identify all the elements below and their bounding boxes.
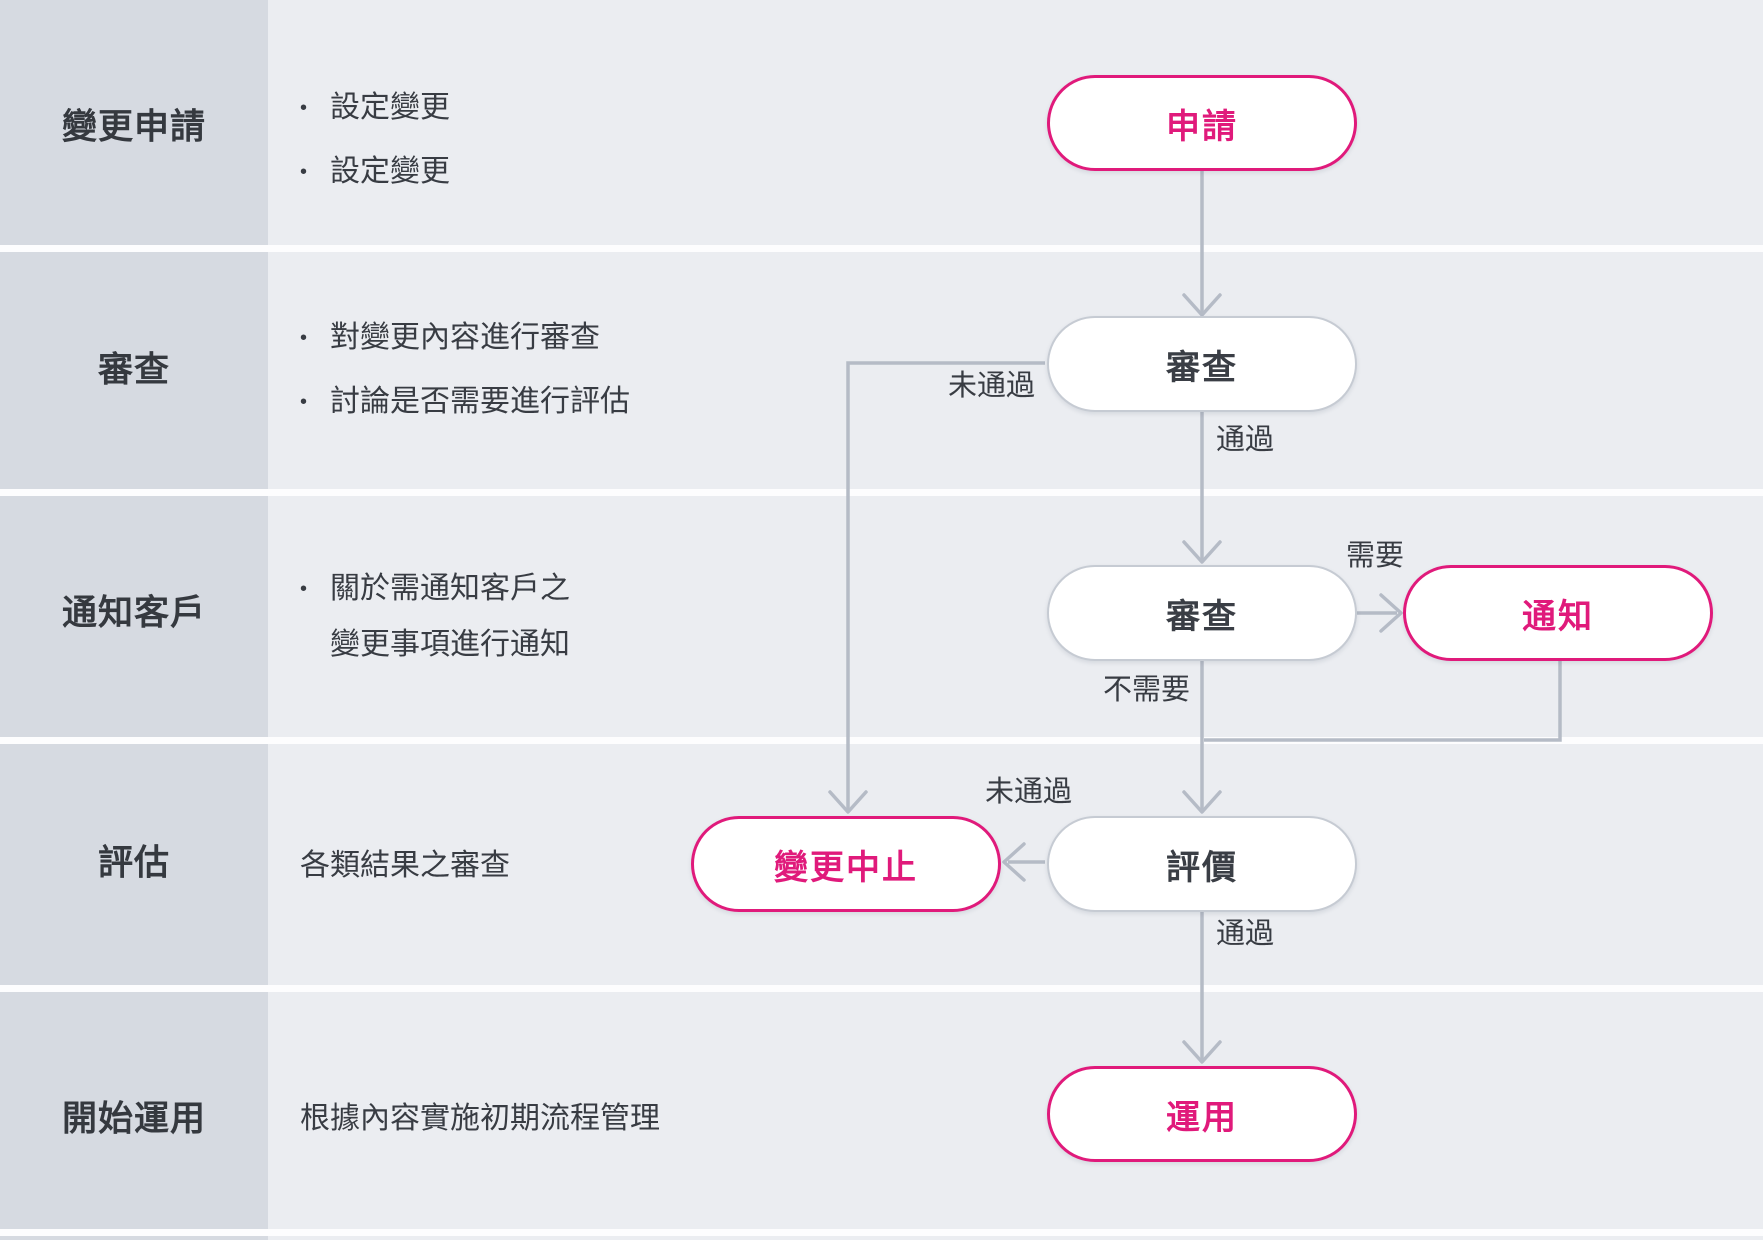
bullet-icon: •	[300, 327, 308, 349]
bullet-icon: •	[300, 161, 308, 183]
arrowhead-down-icon	[828, 790, 868, 814]
node-apply: 申請	[1047, 75, 1357, 171]
edge-label-evaluate-fail: 未通過	[984, 776, 1072, 808]
node-review: 審查	[1047, 316, 1357, 412]
stage-description-start-operation: 根據內容實施初期流程管理	[300, 1091, 660, 1147]
list-item-text: 設定變更	[330, 155, 450, 188]
stage-description-change-request: • 設定變更 • 設定變更	[300, 80, 450, 200]
list-item: • 關於需通知客戶之 變更事項進行通知	[300, 561, 570, 673]
stage-description-review: • 對變更內容進行審查 • 討論是否需要進行評估	[300, 310, 630, 430]
arrowhead-down-icon	[1182, 540, 1222, 564]
node-evaluate: 評價	[1047, 816, 1357, 912]
row-divider	[0, 985, 1763, 992]
edge-label-need: 需要	[1346, 540, 1405, 572]
edge-label-review-pass: 通過	[1216, 424, 1275, 456]
arrowhead-left-icon	[1002, 842, 1026, 882]
row-divider	[0, 489, 1763, 496]
list-item-line: 變更事項進行通知	[330, 628, 570, 661]
edge-notify-join	[1204, 661, 1562, 742]
list-item-text: 各類結果之審查	[300, 849, 510, 882]
node-notify: 通知	[1403, 565, 1713, 661]
list-item-line: 關於需通知客戶之	[330, 572, 570, 605]
list-item: 根據內容實施初期流程管理	[300, 1091, 660, 1147]
list-item-text: 對變更內容進行審查	[330, 321, 600, 354]
stage-label-start-operation: 開始運用	[61, 1099, 206, 1139]
list-item: • 對變更內容進行審查	[300, 310, 630, 366]
edge-label-review-fail: 未通過	[947, 370, 1035, 402]
stage-label-change-request: 變更申請	[61, 107, 206, 147]
stage-label-evaluation: 評估	[97, 843, 170, 883]
edge-review-fail-to-abort	[846, 361, 1045, 810]
stage-label-notify-client: 通知客戶	[61, 593, 206, 633]
edge-label-evaluate-pass: 通過	[1216, 918, 1275, 950]
stage-label-review: 審查	[97, 350, 170, 390]
stage-column-background	[0, 0, 268, 1240]
list-item-text: 討論是否需要進行評估	[330, 385, 630, 418]
edge-label-no-need: 不需要	[1102, 674, 1190, 706]
bullet-icon: •	[300, 578, 308, 600]
list-item-text: 關於需通知客戶之 變更事項進行通知	[330, 561, 570, 673]
bullet-icon: •	[300, 97, 308, 119]
arrowhead-down-icon	[1182, 790, 1222, 814]
row-divider	[0, 1229, 1763, 1236]
list-item: • 設定變更	[300, 80, 450, 136]
row-divider	[0, 737, 1763, 744]
arrowhead-right-icon	[1379, 593, 1403, 633]
node-operate: 運用	[1047, 1066, 1357, 1162]
list-item: • 設定變更	[300, 144, 450, 200]
arrowhead-down-icon	[1182, 1040, 1222, 1064]
list-item-text: 根據內容實施初期流程管理	[300, 1102, 660, 1135]
row-divider	[0, 245, 1763, 252]
arrowhead-down-icon	[1182, 293, 1222, 317]
list-item: 各類結果之審查	[300, 838, 510, 894]
stage-description-notify-client: • 關於需通知客戶之 變更事項進行通知	[300, 561, 570, 673]
stage-description-evaluation: 各類結果之審查	[300, 838, 510, 894]
node-review-2: 審查	[1047, 565, 1357, 661]
list-item: • 討論是否需要進行評估	[300, 374, 630, 430]
list-item-text: 設定變更	[330, 91, 450, 124]
node-change-abort: 變更中止	[691, 816, 1001, 912]
bullet-icon: •	[300, 391, 308, 413]
